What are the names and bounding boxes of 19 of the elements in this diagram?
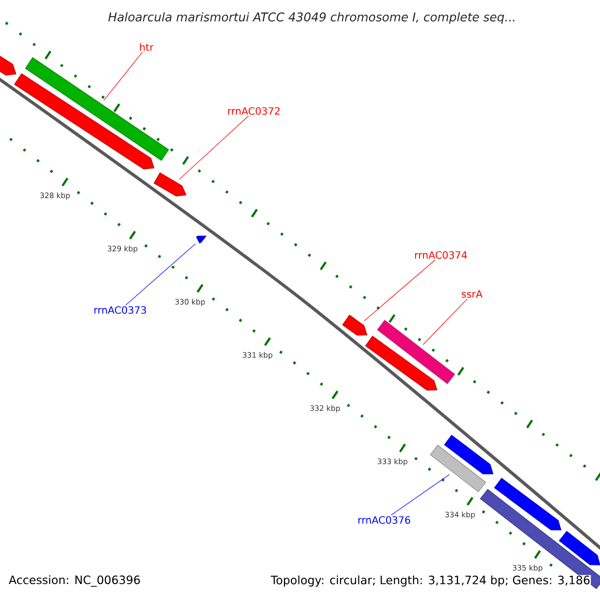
gene-label: rrnAC0374 <box>415 251 467 259</box>
gene-label: rrnAC0376 <box>358 516 410 524</box>
gene-label: rrnAC0373 <box>94 306 146 314</box>
gene-label: ssrA <box>462 290 482 298</box>
gene-block <box>365 336 438 390</box>
gene-block <box>0 54 16 76</box>
gene-block <box>196 236 207 244</box>
leader-line <box>391 474 450 516</box>
leader-line <box>126 244 196 306</box>
leader-line <box>422 298 468 345</box>
gene-label: htr <box>140 43 154 51</box>
gene-block <box>342 314 368 336</box>
leader-line <box>178 116 249 180</box>
title: Haloarcula marismortui ATCC 43049 chromosome I, complete seq... <box>108 12 514 24</box>
gene-label: rrnAC0372 <box>228 107 280 115</box>
summary-text: Topology: circular; Length: 3,131,724 bp; Genes: 3,186 <box>270 574 591 588</box>
leader-line <box>364 260 436 322</box>
leader-line <box>103 52 143 101</box>
accession-text: Accession: NC_006396 <box>8 575 140 587</box>
